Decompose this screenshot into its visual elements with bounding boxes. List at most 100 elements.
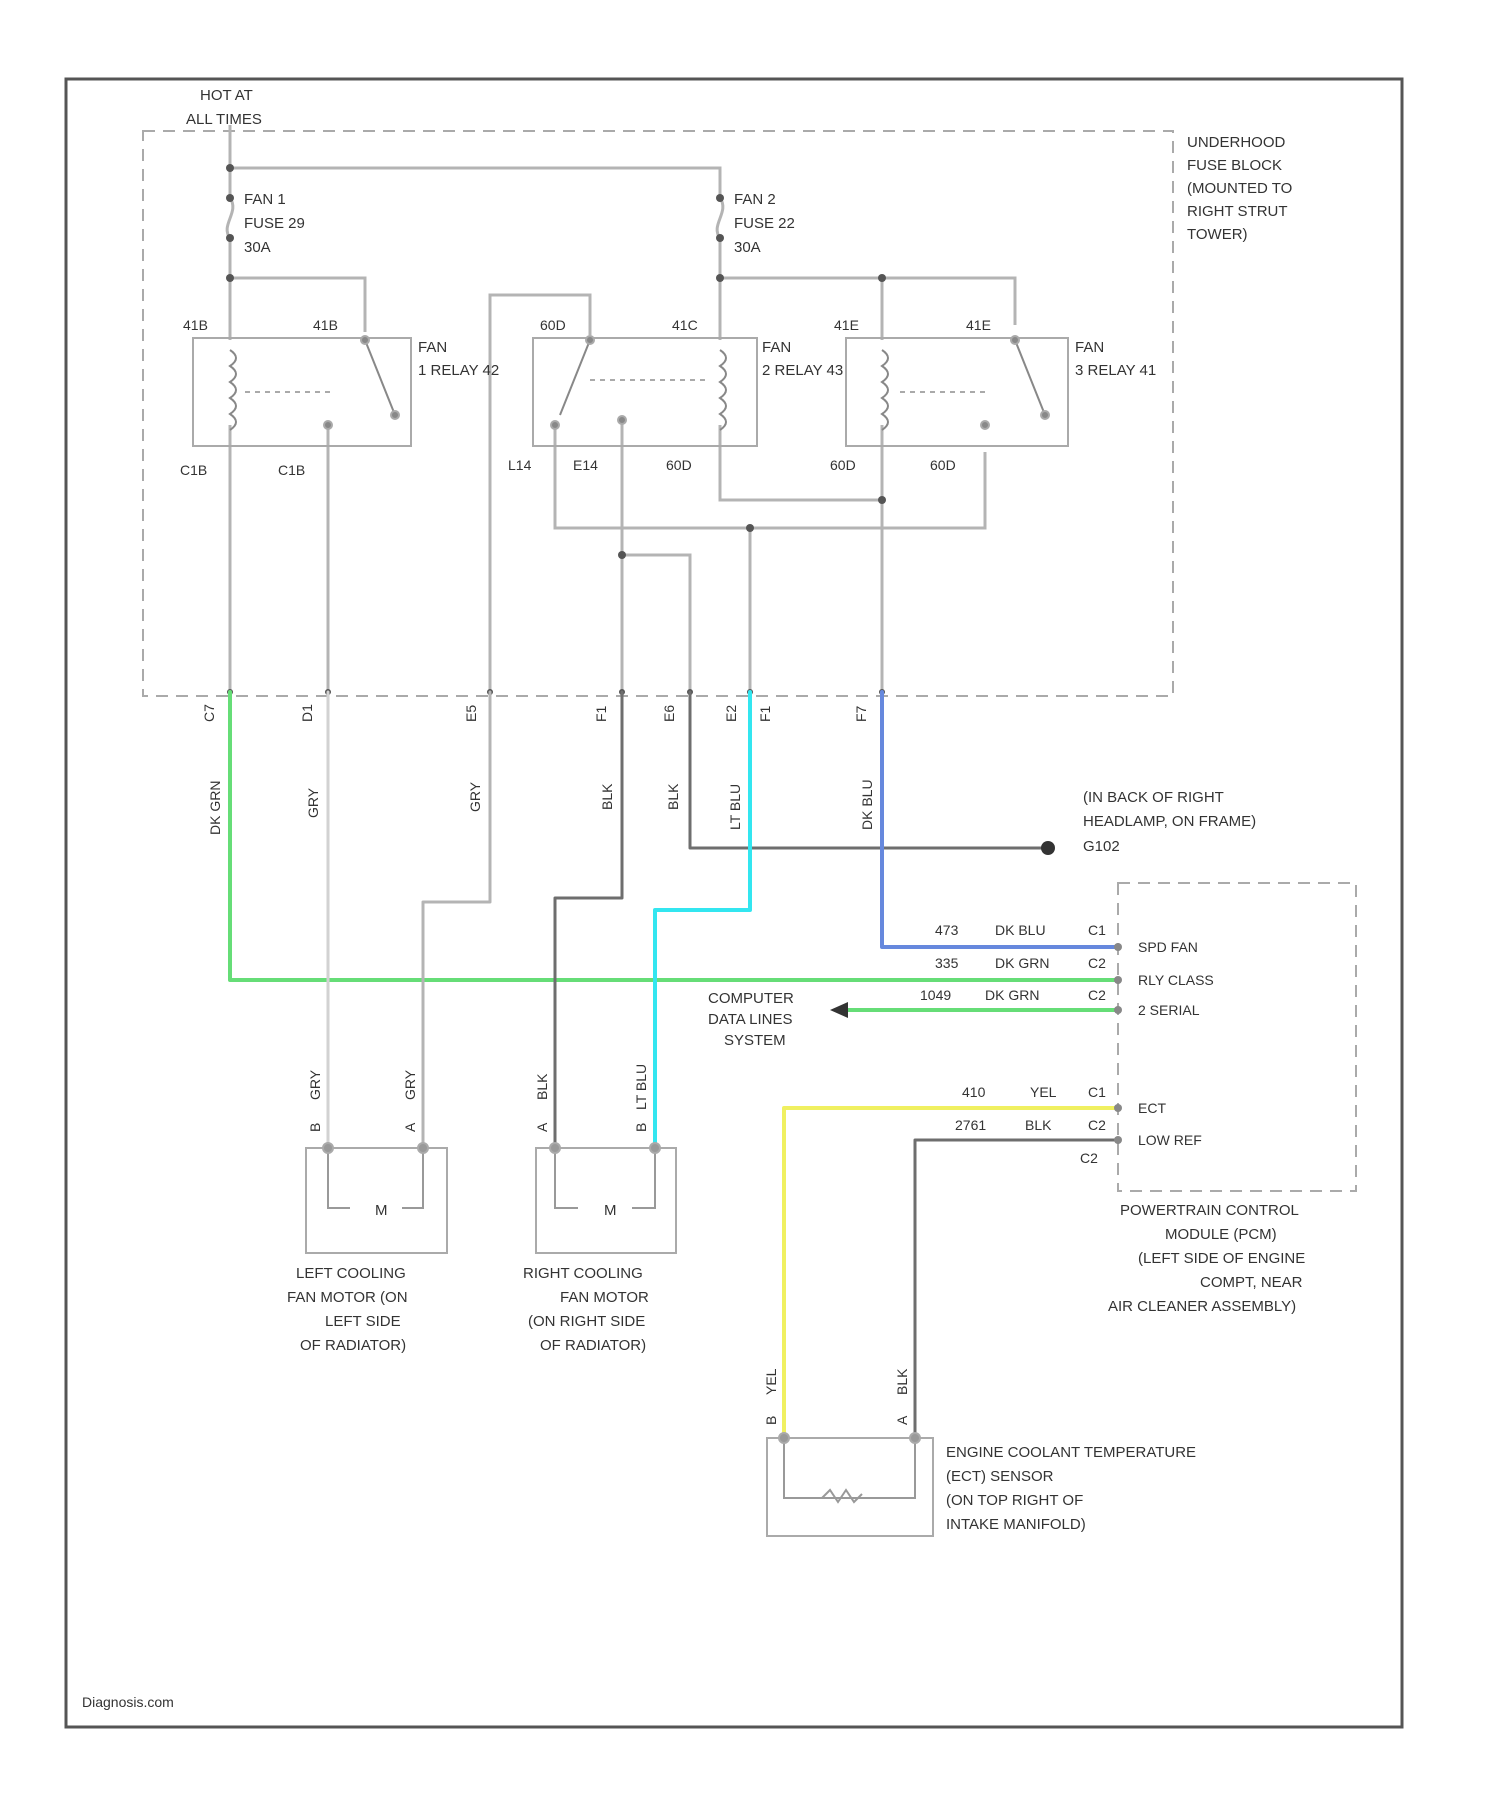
svg-text:DK BLU: DK BLU bbox=[995, 922, 1046, 938]
svg-text:C1: C1 bbox=[1088, 1084, 1106, 1100]
svg-text:(IN BACK OF RIGHT: (IN BACK OF RIGHT bbox=[1083, 789, 1224, 806]
svg-text:HEADLAMP, ON FRAME): HEADLAMP, ON FRAME) bbox=[1083, 813, 1256, 830]
svg-text:OF RADIATOR): OF RADIATOR) bbox=[300, 1337, 406, 1354]
wire-color-labels: DK GRN GRY GRY BLK BLK LT BLU DK BLU bbox=[207, 779, 875, 835]
svg-text:C1B: C1B bbox=[180, 462, 207, 478]
svg-text:1049: 1049 bbox=[920, 987, 951, 1003]
svg-text:LEFT COOLING: LEFT COOLING bbox=[296, 1265, 406, 1282]
ground-g102-label: (IN BACK OF RIGHT HEADLAMP, ON FRAME) G1… bbox=[1083, 789, 1256, 855]
svg-text:FAN 1: FAN 1 bbox=[244, 191, 286, 208]
svg-text:(ON TOP RIGHT OF: (ON TOP RIGHT OF bbox=[946, 1492, 1083, 1509]
svg-text:30A: 30A bbox=[244, 239, 271, 256]
svg-text:DATA LINES: DATA LINES bbox=[708, 1011, 792, 1028]
svg-text:L14: L14 bbox=[508, 457, 532, 473]
relay-3-label: FAN 3 RELAY 41 bbox=[1075, 339, 1156, 379]
svg-text:335: 335 bbox=[935, 955, 959, 971]
svg-text:BLK: BLK bbox=[534, 1073, 550, 1100]
svg-text:(ON RIGHT SIDE: (ON RIGHT SIDE bbox=[528, 1313, 645, 1330]
wire-blk-low-ref bbox=[915, 1140, 1118, 1438]
right-motor-label: RIGHT COOLING FAN MOTOR (ON RIGHT SIDE O… bbox=[523, 1265, 649, 1354]
svg-text:TOWER): TOWER) bbox=[1187, 226, 1248, 243]
svg-text:(MOUNTED TO: (MOUNTED TO bbox=[1187, 180, 1292, 197]
svg-text:GRY: GRY bbox=[307, 1069, 323, 1100]
fan-1-relay bbox=[193, 336, 411, 446]
svg-text:C1: C1 bbox=[1088, 922, 1106, 938]
svg-text:FAN: FAN bbox=[418, 339, 447, 356]
motor-wire-labels: GRY GRY BLK LT BLU B A A B bbox=[307, 1064, 649, 1132]
svg-text:OF RADIATOR): OF RADIATOR) bbox=[540, 1337, 646, 1354]
pcm-label: POWERTRAIN CONTROL MODULE (PCM) (LEFT SI… bbox=[1108, 1202, 1305, 1315]
left-motor-label: LEFT COOLING FAN MOTOR (ON LEFT SIDE OF … bbox=[287, 1265, 408, 1354]
hot-at-all-times-label: HOT AT ALL TIMES bbox=[186, 87, 262, 128]
wire-lt-blu-e2 bbox=[655, 692, 750, 1148]
svg-text:GRY: GRY bbox=[402, 1069, 418, 1100]
svg-text:BLK: BLK bbox=[665, 783, 681, 810]
svg-text:F7: F7 bbox=[853, 705, 869, 722]
svg-text:473: 473 bbox=[935, 922, 959, 938]
svg-text:F1: F1 bbox=[593, 705, 609, 722]
wire-yel-ect bbox=[784, 1108, 1118, 1438]
svg-text:60D: 60D bbox=[540, 317, 566, 333]
svg-text:DK BLU: DK BLU bbox=[859, 779, 875, 830]
svg-text:ENGINE COOLANT TEMPERATURE: ENGINE COOLANT TEMPERATURE bbox=[946, 1444, 1196, 1461]
fan-2-relay bbox=[533, 336, 757, 446]
svg-text:GRY: GRY bbox=[467, 781, 483, 812]
svg-text:LEFT SIDE: LEFT SIDE bbox=[325, 1313, 401, 1330]
svg-text:GRY: GRY bbox=[305, 787, 321, 818]
svg-text:E6: E6 bbox=[661, 705, 677, 722]
svg-text:A: A bbox=[894, 1415, 910, 1425]
svg-text:RIGHT STRUT: RIGHT STRUT bbox=[1187, 203, 1288, 220]
svg-text:FUSE 22: FUSE 22 bbox=[734, 215, 795, 232]
svg-text:DK GRN: DK GRN bbox=[207, 781, 223, 835]
svg-text:C1B: C1B bbox=[278, 462, 305, 478]
wire-dk-grn-c7 bbox=[230, 692, 1118, 980]
svg-text:FAN MOTOR (ON: FAN MOTOR (ON bbox=[287, 1289, 408, 1306]
svg-text:A: A bbox=[402, 1122, 418, 1132]
svg-text:G102: G102 bbox=[1083, 838, 1120, 855]
svg-text:FUSE 29: FUSE 29 bbox=[244, 215, 305, 232]
relay-2-label: FAN 2 RELAY 43 bbox=[762, 339, 843, 379]
fuse-2-label: FAN 2 FUSE 22 30A bbox=[734, 191, 795, 256]
wire-gry-e5 bbox=[423, 692, 490, 1148]
svg-text:YEL: YEL bbox=[763, 1368, 779, 1395]
svg-text:ALL TIMES: ALL TIMES bbox=[186, 111, 262, 128]
svg-text:C2: C2 bbox=[1088, 955, 1106, 971]
svg-text:DK GRN: DK GRN bbox=[985, 987, 1039, 1003]
svg-text:C2: C2 bbox=[1080, 1150, 1098, 1166]
wire-blk-f1 bbox=[555, 692, 622, 1148]
svg-text:COMPUTER: COMPUTER bbox=[708, 990, 794, 1007]
svg-text:3 RELAY 41: 3 RELAY 41 bbox=[1075, 362, 1156, 379]
svg-text:B: B bbox=[633, 1123, 649, 1132]
ground-g102-symbol bbox=[1041, 841, 1055, 855]
right-cooling-fan-motor bbox=[536, 1143, 676, 1253]
pcm-circuit-labels: 473 335 1049 410 2761 DK BLU DK GRN DK G… bbox=[920, 922, 1106, 1166]
svg-text:C2: C2 bbox=[1088, 987, 1106, 1003]
svg-text:1 RELAY 42: 1 RELAY 42 bbox=[418, 362, 499, 379]
svg-text:E14: E14 bbox=[573, 457, 598, 473]
svg-text:BLK: BLK bbox=[1025, 1117, 1052, 1133]
svg-text:POWERTRAIN CONTROL: POWERTRAIN CONTROL bbox=[1120, 1202, 1299, 1219]
svg-text:B: B bbox=[763, 1416, 779, 1425]
svg-text:DK GRN: DK GRN bbox=[995, 955, 1049, 971]
svg-text:E2: E2 bbox=[723, 705, 739, 722]
computer-data-lines-arrow bbox=[830, 1002, 848, 1018]
svg-text:BLK: BLK bbox=[894, 1368, 910, 1395]
fuse-block-internal-wiring bbox=[227, 125, 1015, 692]
svg-text:E5: E5 bbox=[463, 705, 479, 722]
svg-text:RIGHT COOLING: RIGHT COOLING bbox=[523, 1265, 643, 1282]
pcm-signal-labels: SPD FAN RLY CLASS 2 SERIAL ECT LOW REF bbox=[1138, 939, 1214, 1148]
svg-text:B: B bbox=[307, 1123, 323, 1132]
relay-1-label: FAN 1 RELAY 42 bbox=[418, 339, 499, 379]
svg-text:YEL: YEL bbox=[1030, 1084, 1057, 1100]
watermark: Diagnosis.com bbox=[82, 1694, 174, 1710]
svg-text:COMPT, NEAR: COMPT, NEAR bbox=[1200, 1274, 1303, 1291]
svg-text:RLY CLASS: RLY CLASS bbox=[1138, 972, 1214, 988]
fuse-block-label: UNDERHOOD FUSE BLOCK (MOUNTED TO RIGHT S… bbox=[1187, 134, 1292, 243]
svg-text:(LEFT SIDE OF ENGINE: (LEFT SIDE OF ENGINE bbox=[1138, 1250, 1305, 1267]
svg-text:C7: C7 bbox=[201, 704, 217, 722]
motor-symbols: M M bbox=[375, 1202, 617, 1219]
svg-text:2761: 2761 bbox=[955, 1117, 986, 1133]
svg-text:MODULE (PCM): MODULE (PCM) bbox=[1165, 1226, 1277, 1243]
svg-text:UNDERHOOD: UNDERHOOD bbox=[1187, 134, 1286, 151]
svg-text:LT BLU: LT BLU bbox=[727, 784, 743, 830]
